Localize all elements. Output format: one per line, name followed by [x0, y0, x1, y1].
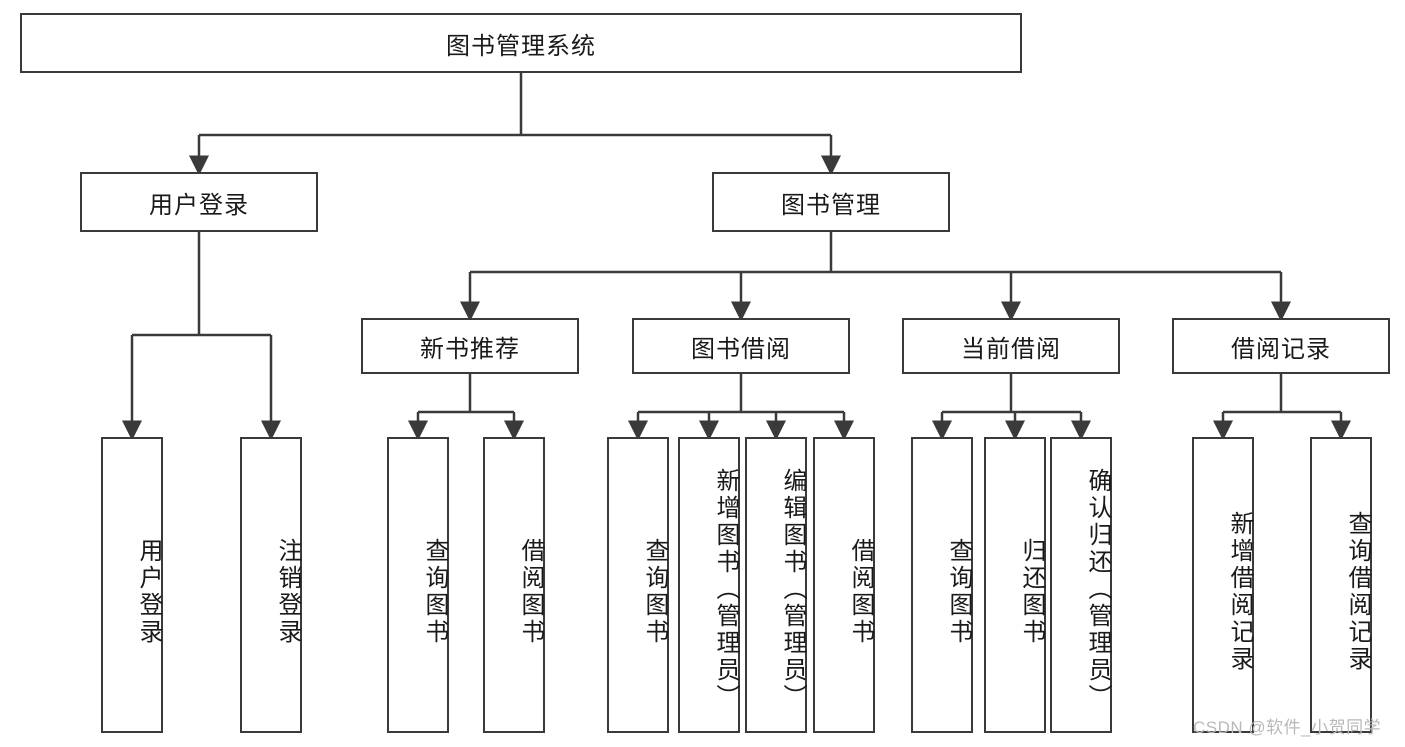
- node-leaf-user-login[interactable]: 用户登录: [101, 437, 163, 733]
- node-leaf-edit-book-admin-label: 编辑图书（管理员）: [779, 467, 806, 711]
- node-leaf-borrow-book-2[interactable]: 借阅图书: [813, 437, 875, 733]
- node-leaf-add-borrow-record[interactable]: 新增借阅记录: [1192, 437, 1254, 733]
- node-borrow-record[interactable]: 借阅记录: [1172, 318, 1390, 374]
- node-leaf-query-book-1-label: 查询图书: [421, 538, 448, 646]
- node-leaf-user-login-label: 用户登录: [135, 538, 162, 646]
- node-leaf-borrow-book-2-label: 借阅图书: [847, 538, 874, 646]
- node-root[interactable]: 图书管理系统: [20, 13, 1022, 73]
- node-leaf-return-book[interactable]: 归还图书: [984, 437, 1046, 733]
- node-user-login[interactable]: 用户登录: [80, 172, 318, 232]
- node-leaf-query-borrow-record[interactable]: 查询借阅记录: [1310, 437, 1372, 733]
- node-leaf-borrow-book-1[interactable]: 借阅图书: [483, 437, 545, 733]
- node-leaf-query-book-2[interactable]: 查询图书: [607, 437, 669, 733]
- node-leaf-confirm-return-admin-label: 确认归还（管理员）: [1084, 467, 1111, 711]
- node-leaf-query-book-2-label: 查询图书: [641, 538, 668, 646]
- watermark-text: CSDN @软件_小贺同学: [1193, 718, 1382, 737]
- node-current-borrow[interactable]: 当前借阅: [902, 318, 1120, 374]
- node-root-label: 图书管理系统: [446, 32, 596, 60]
- node-leaf-add-book-admin-label: 新增图书（管理员）: [712, 467, 739, 711]
- node-leaf-edit-book-admin[interactable]: 编辑图书（管理员）: [745, 437, 807, 733]
- node-leaf-confirm-return-admin[interactable]: 确认归还（管理员）: [1050, 437, 1112, 733]
- node-current-borrow-label: 当前借阅: [961, 335, 1061, 363]
- node-leaf-user-logout-label: 注销登录: [274, 538, 301, 646]
- node-leaf-return-book-label: 归还图书: [1018, 538, 1045, 646]
- node-leaf-add-book-admin[interactable]: 新增图书（管理员）: [678, 437, 740, 733]
- node-book-manage-label: 图书管理: [781, 191, 881, 219]
- node-new-book-recommend[interactable]: 新书推荐: [361, 318, 579, 374]
- node-book-borrow-label: 图书借阅: [691, 335, 791, 363]
- node-leaf-query-borrow-record-label: 查询借阅记录: [1344, 511, 1371, 673]
- node-book-borrow[interactable]: 图书借阅: [632, 318, 850, 374]
- node-user-login-label: 用户登录: [149, 191, 249, 219]
- node-leaf-add-borrow-record-label: 新增借阅记录: [1226, 511, 1253, 673]
- node-leaf-query-book-3-label: 查询图书: [945, 538, 972, 646]
- node-book-manage[interactable]: 图书管理: [712, 172, 950, 232]
- node-leaf-query-book-3[interactable]: 查询图书: [911, 437, 973, 733]
- node-leaf-user-logout[interactable]: 注销登录: [240, 437, 302, 733]
- node-borrow-record-label: 借阅记录: [1231, 335, 1331, 363]
- node-leaf-query-book-1[interactable]: 查询图书: [387, 437, 449, 733]
- node-new-book-recommend-label: 新书推荐: [420, 335, 520, 363]
- node-leaf-borrow-book-1-label: 借阅图书: [517, 538, 544, 646]
